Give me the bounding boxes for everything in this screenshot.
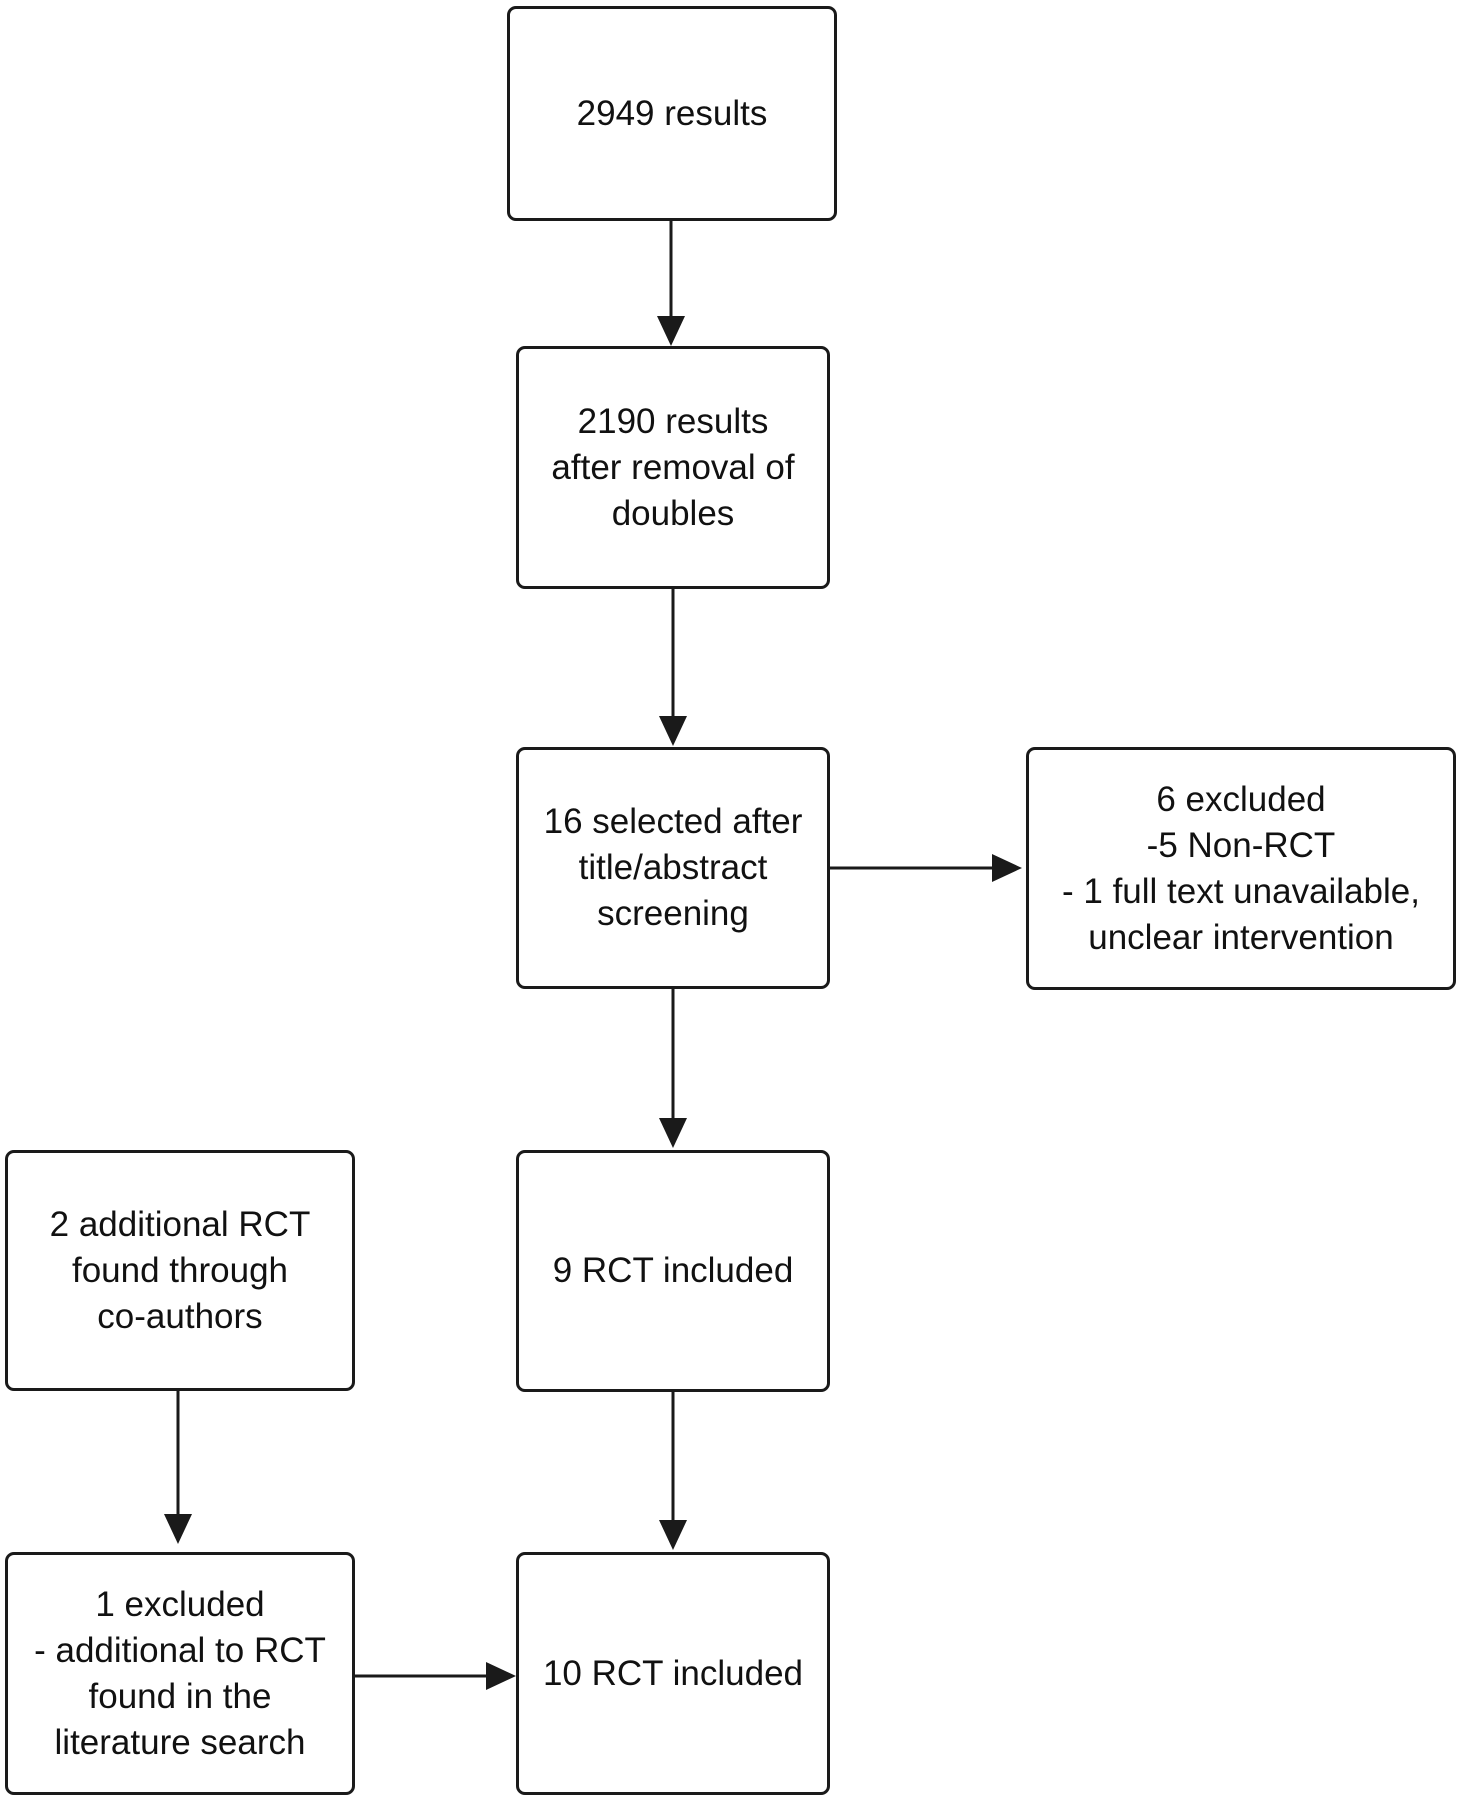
node-6-excluded: 6 excluded -5 Non-RCT - 1 full text unav… <box>1026 747 1456 990</box>
node-line: found through <box>71 1250 288 1290</box>
arrowhead-excluded-6 <box>992 854 1022 882</box>
node-line: 6 excluded <box>1156 779 1326 819</box>
node-line: doubles <box>611 493 735 533</box>
node-line: 2949 results <box>576 93 768 133</box>
node-2949-results: 2949 results <box>507 6 837 221</box>
node-text: 6 excluded -5 Non-RCT - 1 full text unav… <box>1062 777 1420 961</box>
node-additional-rct-co-authors: 2 additional RCT found through co-author… <box>5 1150 355 1391</box>
node-line: screening <box>597 894 749 933</box>
node-line: 16 selected after <box>543 802 803 841</box>
node-line: title/abstract <box>578 848 768 887</box>
node-line: after removal of <box>551 447 795 487</box>
node-line: 1 excluded <box>95 1584 265 1624</box>
arrowhead-rct-9 <box>659 1118 687 1148</box>
node-line: found in the <box>88 1676 272 1716</box>
node-line: -5 Non-RCT <box>1146 825 1336 865</box>
node-9-rct-included: 9 RCT included <box>516 1150 830 1392</box>
node-1-excluded: 1 excluded - additional to RCT found in … <box>5 1552 355 1795</box>
arrowhead-rct-10 <box>659 1520 687 1550</box>
node-text: 2190 results after removal of doubles <box>551 399 794 537</box>
node-text: 2 additional RCT found through co-author… <box>50 1202 311 1340</box>
node-line: co-authors <box>97 1296 263 1336</box>
arrowhead-excluded-1 <box>164 1514 192 1544</box>
arrowhead-screening <box>659 716 687 746</box>
node-line: 2190 results <box>577 401 769 441</box>
arrowhead-after-doubles <box>657 316 685 346</box>
node-text: 16 selected after title/abstract screeni… <box>544 799 803 937</box>
node-line: 10 RCT included <box>542 1653 804 1693</box>
node-title-abstract-screening: 16 selected after title/abstract screeni… <box>516 747 830 989</box>
node-line: - additional to RCT <box>34 1630 326 1670</box>
node-line: unclear intervention <box>1088 917 1394 957</box>
node-line: - 1 full text unavailable, <box>1062 871 1420 911</box>
node-line: literature search <box>54 1722 306 1762</box>
node-text: 10 RCT included <box>543 1651 803 1697</box>
node-text: 2949 results <box>577 91 768 137</box>
node-line: 2 additional RCT <box>49 1204 311 1244</box>
node-text: 9 RCT included <box>553 1248 794 1294</box>
node-text: 1 excluded - additional to RCT found in … <box>34 1582 326 1766</box>
node-after-removal-of-doubles: 2190 results after removal of doubles <box>516 346 830 589</box>
node-line: 9 RCT included <box>552 1251 794 1290</box>
arrowhead-rct-10-side <box>486 1662 516 1690</box>
node-10-rct-included: 10 RCT included <box>516 1552 830 1795</box>
